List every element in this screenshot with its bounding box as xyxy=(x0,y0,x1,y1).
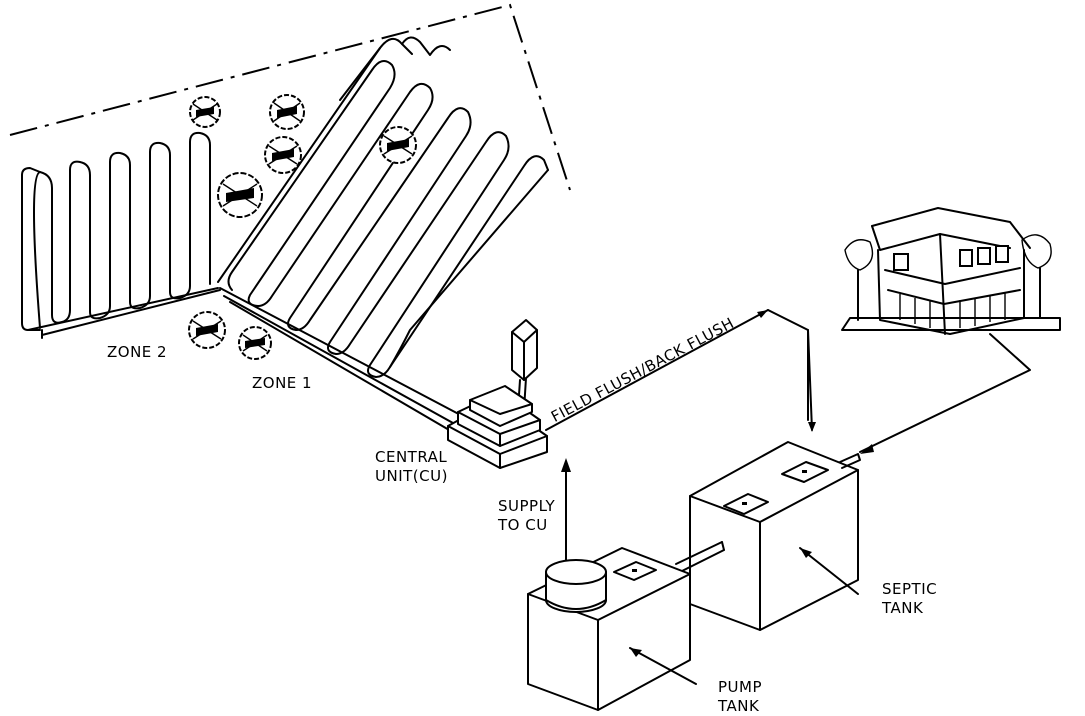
house-illustration xyxy=(841,207,1061,335)
control-panel xyxy=(511,319,538,411)
supply-to-cu-label: SUPPLY TO CU xyxy=(498,497,556,534)
tree-2 xyxy=(269,94,305,130)
pump-tank-label: PUMP TANK xyxy=(718,678,763,715)
tree-6 xyxy=(188,311,226,349)
tree-1 xyxy=(189,96,221,128)
house-sewer-line xyxy=(859,333,1031,454)
zone-1-label: ZONE 1 xyxy=(252,374,313,392)
pump-tank-lid xyxy=(613,561,657,581)
zone-1-drip-field xyxy=(217,36,549,378)
tree-4 xyxy=(217,172,263,218)
property-boundary xyxy=(9,3,571,191)
pump-tank-riser xyxy=(545,559,607,613)
tree-5 xyxy=(379,126,417,164)
septic-tank xyxy=(689,441,861,631)
tree-7 xyxy=(238,326,272,360)
central-unit xyxy=(447,385,548,469)
trees xyxy=(188,94,417,360)
zone-2-drip-field xyxy=(21,131,221,339)
septic-lid-2 xyxy=(781,461,829,483)
tank-connector-pipe xyxy=(675,541,725,573)
supply-line xyxy=(561,458,571,563)
pump-tank xyxy=(527,547,697,711)
central-unit-label: CENTRAL UNIT(CU) xyxy=(375,448,448,485)
zone-supply-lines xyxy=(219,287,471,435)
septic-tank-label: SEPTIC TANK xyxy=(882,580,938,617)
tree-3 xyxy=(264,136,302,174)
field-flush-line xyxy=(545,309,816,432)
zone-2-label: ZONE 2 xyxy=(107,343,168,361)
septic-lid-1 xyxy=(723,493,769,515)
